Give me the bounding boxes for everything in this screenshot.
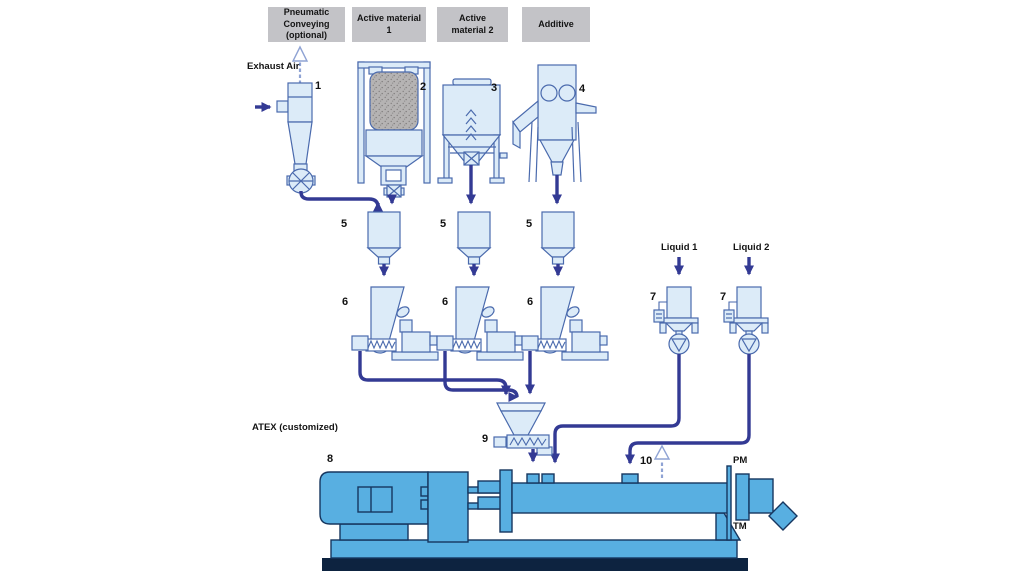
label-5b: 5 bbox=[440, 218, 447, 230]
extruder-baseplate bbox=[322, 558, 748, 571]
atex-label: ATEX (customized) bbox=[252, 422, 338, 433]
additive-station bbox=[512, 64, 597, 183]
die-head bbox=[768, 501, 798, 531]
extruder-motor bbox=[319, 471, 429, 525]
label-6b: 6 bbox=[442, 296, 449, 308]
loss-in-weight-feeder-3 bbox=[521, 286, 609, 361]
label-7a: 7 bbox=[650, 291, 657, 303]
header-active-material-1: Active material 1 bbox=[352, 7, 426, 42]
loss-in-weight-feeder-2 bbox=[436, 286, 524, 361]
header-pneumatic-conveying: Pneumatic Conveying (optional) bbox=[268, 7, 345, 42]
label-5c: 5 bbox=[526, 218, 533, 230]
extruder-gearbox bbox=[427, 471, 469, 543]
label-8: 8 bbox=[327, 453, 334, 465]
exhaust-air-label: Exhaust Air bbox=[247, 61, 300, 72]
label-1: 1 bbox=[315, 80, 322, 92]
label-10: 10 bbox=[640, 455, 653, 467]
feed-port-2 bbox=[541, 473, 555, 484]
big-bag-station bbox=[357, 61, 431, 198]
label-9: 9 bbox=[482, 433, 489, 445]
liquid-station-2 bbox=[723, 257, 769, 355]
label-2: 2 bbox=[420, 81, 427, 93]
buffer-hopper-2 bbox=[457, 211, 491, 265]
hopper-discharge-arrows bbox=[379, 264, 563, 277]
label-5a: 5 bbox=[341, 218, 348, 230]
label-6c: 6 bbox=[527, 296, 534, 308]
die-flange bbox=[735, 473, 750, 521]
liquid-1-label: Liquid 1 bbox=[661, 242, 698, 253]
exhaust-arrow-icon bbox=[291, 45, 309, 62]
label-4: 4 bbox=[579, 83, 586, 95]
label-6a: 6 bbox=[342, 296, 349, 308]
source-pipes bbox=[299, 165, 562, 212]
extruder-barrel bbox=[511, 482, 729, 514]
header-additive: Additive bbox=[522, 7, 590, 42]
big-bag-icon bbox=[369, 71, 419, 131]
label-3: 3 bbox=[491, 82, 498, 94]
liquid-pipes bbox=[550, 354, 751, 465]
header-active-material-2: Active material 2 bbox=[437, 7, 508, 42]
feed-port-1 bbox=[526, 473, 540, 484]
pm-label: PM bbox=[733, 455, 748, 466]
liquid-2-label: Liquid 2 bbox=[733, 242, 770, 253]
vent-arrow-icon bbox=[653, 444, 671, 478]
feeder-pipes bbox=[358, 351, 535, 399]
buffer-hopper-3 bbox=[541, 211, 575, 265]
injection-port bbox=[621, 473, 639, 484]
liquid-station-1 bbox=[653, 257, 699, 355]
mixing-hopper-screw-feeder bbox=[493, 402, 553, 463]
cyclone-separator bbox=[255, 45, 316, 194]
silo bbox=[437, 78, 508, 184]
pressure-sensor bbox=[726, 465, 732, 541]
extruder bbox=[319, 465, 798, 571]
tm-label: TM bbox=[733, 521, 747, 532]
loss-in-weight-feeder-1 bbox=[351, 286, 439, 361]
buffer-hopper-1 bbox=[367, 211, 401, 265]
label-7b: 7 bbox=[720, 291, 727, 303]
